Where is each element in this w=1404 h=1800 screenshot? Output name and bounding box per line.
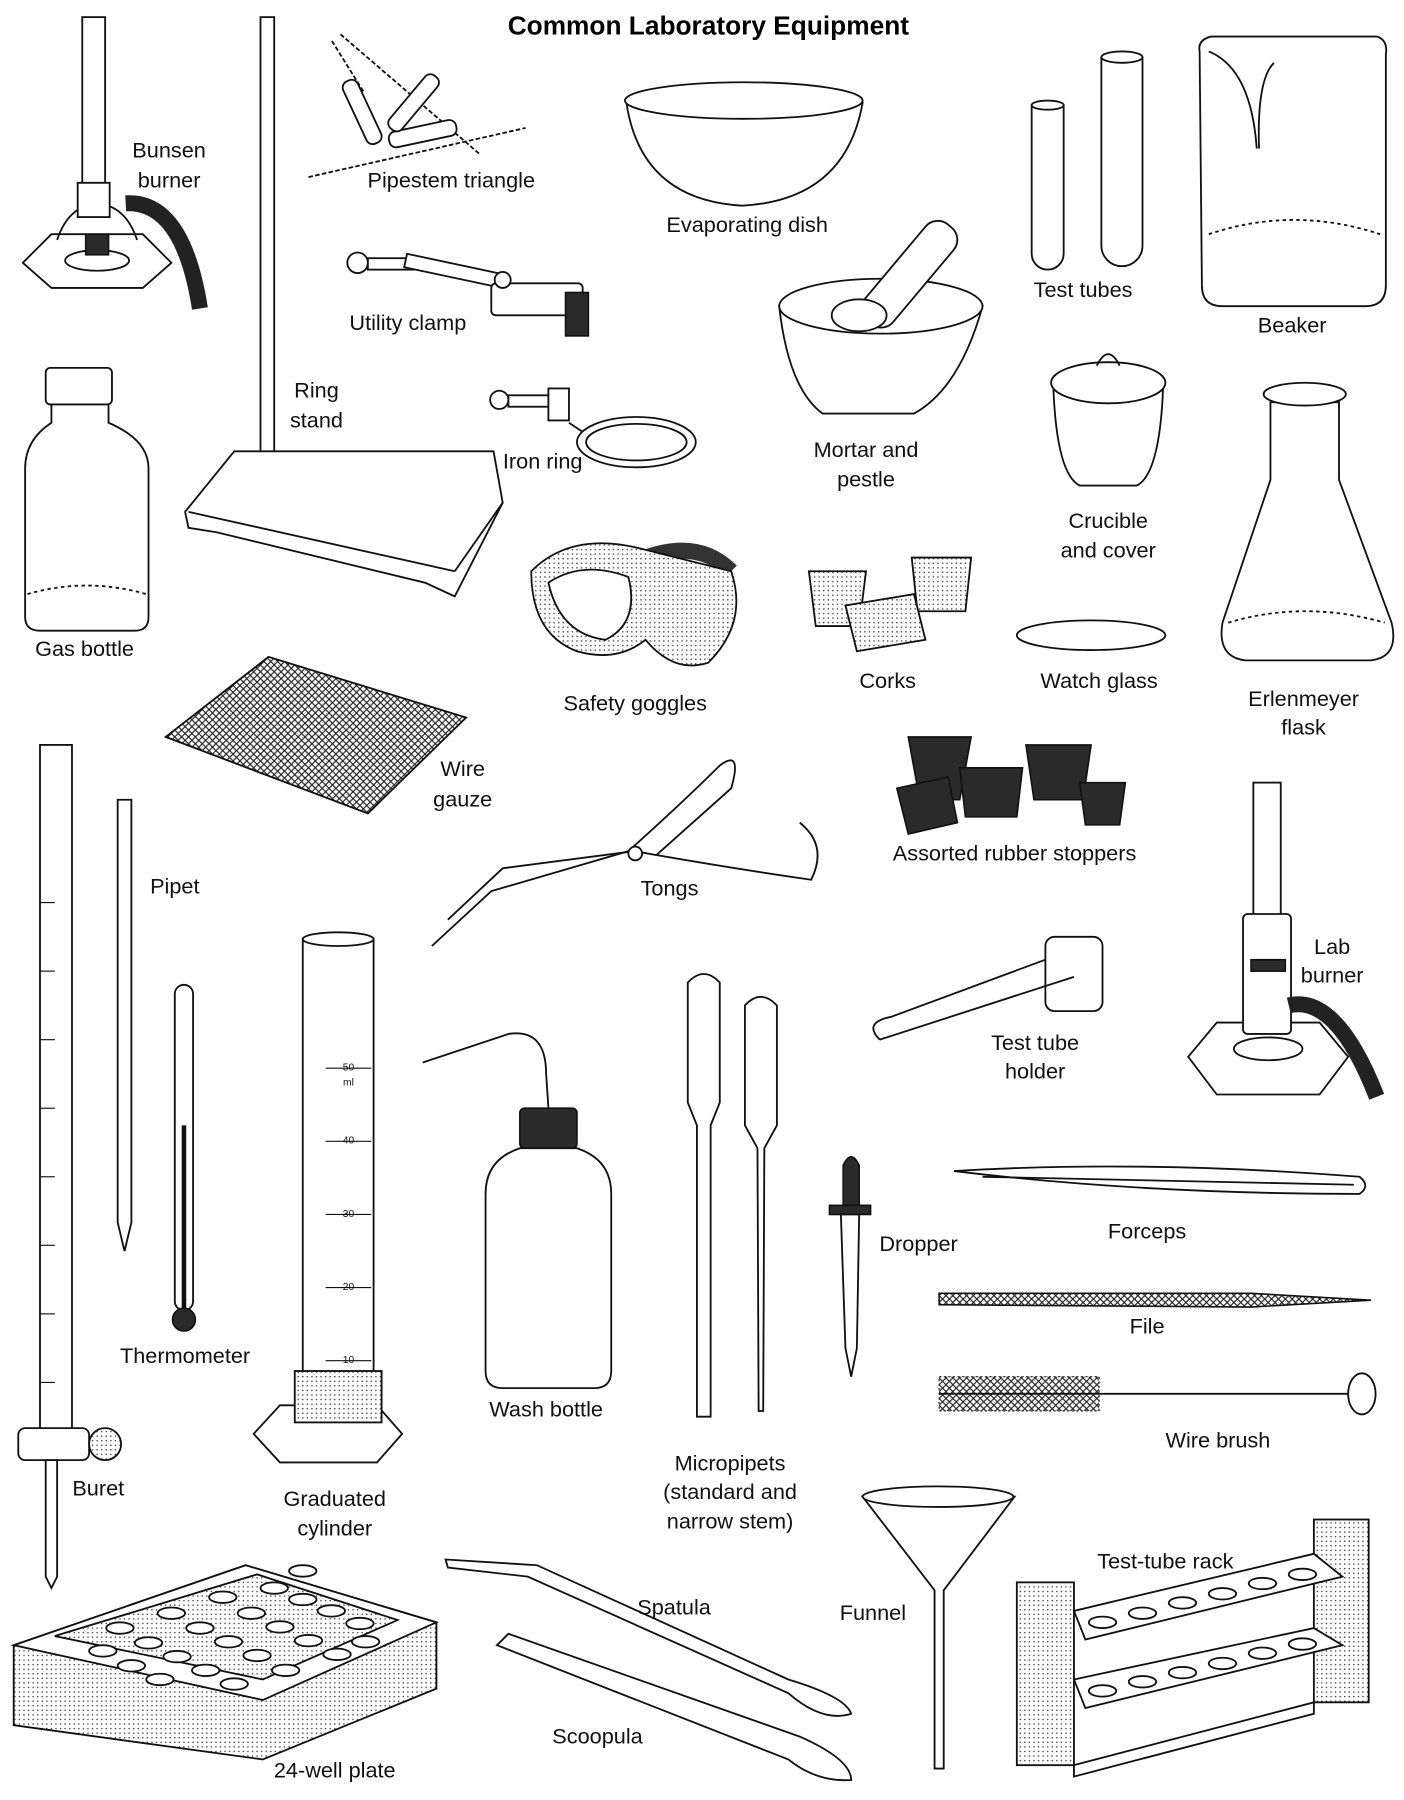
label-safety-goggles: Safety goggles <box>563 691 707 716</box>
ring-stand-drawing <box>184 16 504 598</box>
label-beaker: Beaker <box>1258 312 1327 337</box>
label-forceps: Forceps <box>1108 1218 1186 1243</box>
micropipets-drawing <box>686 973 778 1418</box>
label-24-well-plate: 24-well plate <box>274 1758 396 1783</box>
label-lab-burner: Lab <box>1314 934 1350 959</box>
label-test-tube-holder: holder <box>1005 1059 1065 1084</box>
wash-bottle-drawing <box>422 1032 613 1390</box>
page-title: Common Laboratory Equipment <box>508 10 910 40</box>
label-buret: Buret <box>72 1476 124 1501</box>
safety-goggles-drawing <box>530 542 738 667</box>
utility-clamp-drawing <box>346 251 590 337</box>
label-test-tube-rack: Test-tube rack <box>1097 1549 1233 1574</box>
bunsen-burner-drawing <box>21 16 208 310</box>
label-spatula: Spatula <box>637 1594 711 1619</box>
cylinder-mark: ml <box>343 1077 354 1088</box>
label-tongs: Tongs <box>641 876 699 901</box>
label-evaporating-dish: Evaporating dish <box>666 212 828 237</box>
cylinder-mark: 20 <box>343 1282 355 1293</box>
crucible-and-cover-drawing <box>1050 353 1167 487</box>
label-thermometer: Thermometer <box>120 1343 250 1368</box>
label-crucible-and-cover: Crucible <box>1068 508 1148 533</box>
mortar-and-pestle-drawing <box>778 219 984 415</box>
wire-gauze-drawing <box>163 655 468 815</box>
label-micropipets: narrow stem) <box>667 1509 794 1534</box>
dropper-drawing <box>828 1156 872 1377</box>
pipestem-triangle-drawing <box>308 33 526 178</box>
label-test-tubes: Test tubes <box>1034 277 1133 302</box>
label-bunsen-burner: burner <box>138 167 201 192</box>
label-gas-bottle: Gas bottle <box>35 636 134 661</box>
test-tube-holder-drawing <box>872 935 1104 1041</box>
label-erlenmeyer-flask: flask <box>1281 715 1326 740</box>
test-tube-rack-drawing <box>1015 1518 1370 1778</box>
label-pipet: Pipet <box>150 873 199 898</box>
label-wire-brush: Wire brush <box>1165 1428 1270 1453</box>
label-wash-bottle: Wash bottle <box>489 1397 603 1422</box>
label-erlenmeyer-flask: Erlenmeyer <box>1248 686 1359 711</box>
well-plate-drawing <box>10 1564 440 1761</box>
spatula-drawing <box>444 1558 853 1717</box>
erlenmeyer-flask-drawing <box>1220 381 1395 662</box>
label-micropipets: (standard and <box>663 1479 797 1504</box>
label-crucible-and-cover: and cover <box>1061 538 1156 563</box>
cylinder-mark: 30 <box>343 1209 355 1220</box>
label-graduated-cylinder: Graduated <box>284 1486 386 1511</box>
test-tubes-drawing <box>1030 50 1144 271</box>
label-corks: Corks <box>859 668 916 693</box>
forceps-drawing <box>953 1165 1367 1195</box>
label-watch-glass: Watch glass <box>1040 668 1157 693</box>
iron-ring-drawing <box>489 387 697 469</box>
label-lab-burner: burner <box>1301 963 1364 988</box>
label-bunsen-burner: Bunsen <box>132 138 206 163</box>
label-ring-stand: stand <box>290 407 343 432</box>
label-wire-gauze: gauze <box>433 787 492 812</box>
wire-brush-drawing <box>938 1372 1377 1416</box>
lab-burner-drawing <box>1187 781 1385 1100</box>
watch-glass-drawing <box>1015 619 1167 651</box>
label-utility-clamp: Utility clamp <box>349 310 466 335</box>
label-scoopula: Scoopula <box>552 1723 643 1748</box>
file-drawing <box>938 1292 1372 1308</box>
label-ring-stand: Ring <box>294 378 339 403</box>
graduated-cylinder-drawing: 50 ml 40 30 20 10 <box>252 931 404 1464</box>
buret-drawing <box>17 743 123 1591</box>
label-dropper: Dropper <box>879 1231 957 1256</box>
rubber-stoppers-drawing <box>895 736 1127 835</box>
thermometer-drawing <box>171 983 197 1332</box>
cylinder-mark: 10 <box>343 1355 355 1366</box>
gas-bottle-drawing <box>24 366 150 632</box>
label-iron-ring: Iron ring <box>503 448 583 473</box>
label-pipestem-triangle: Pipestem triangle <box>368 167 536 192</box>
label-funnel: Funnel <box>840 1600 906 1625</box>
label-rubber-stoppers: Assorted rubber stoppers <box>893 840 1137 865</box>
corks-drawing <box>807 556 973 653</box>
pipet-drawing <box>116 798 133 1252</box>
evaporating-dish-drawing <box>624 81 864 207</box>
label-micropipets: Micropipets <box>675 1450 786 1475</box>
funnel-drawing <box>860 1485 1017 1770</box>
tongs-drawing <box>431 759 819 947</box>
label-test-tube-holder: Test tube <box>991 1030 1079 1055</box>
scoopula-drawing <box>495 1632 853 1782</box>
label-file: File <box>1130 1313 1165 1338</box>
label-graduated-cylinder: cylinder <box>297 1516 372 1541</box>
label-wire-gauze: Wire <box>440 756 485 781</box>
beaker-drawing <box>1198 35 1388 308</box>
label-mortar-and-pestle: pestle <box>837 467 895 492</box>
cylinder-mark: 40 <box>343 1136 355 1147</box>
cylinder-mark: 50 <box>343 1063 355 1074</box>
label-mortar-and-pestle: Mortar and <box>814 437 919 462</box>
